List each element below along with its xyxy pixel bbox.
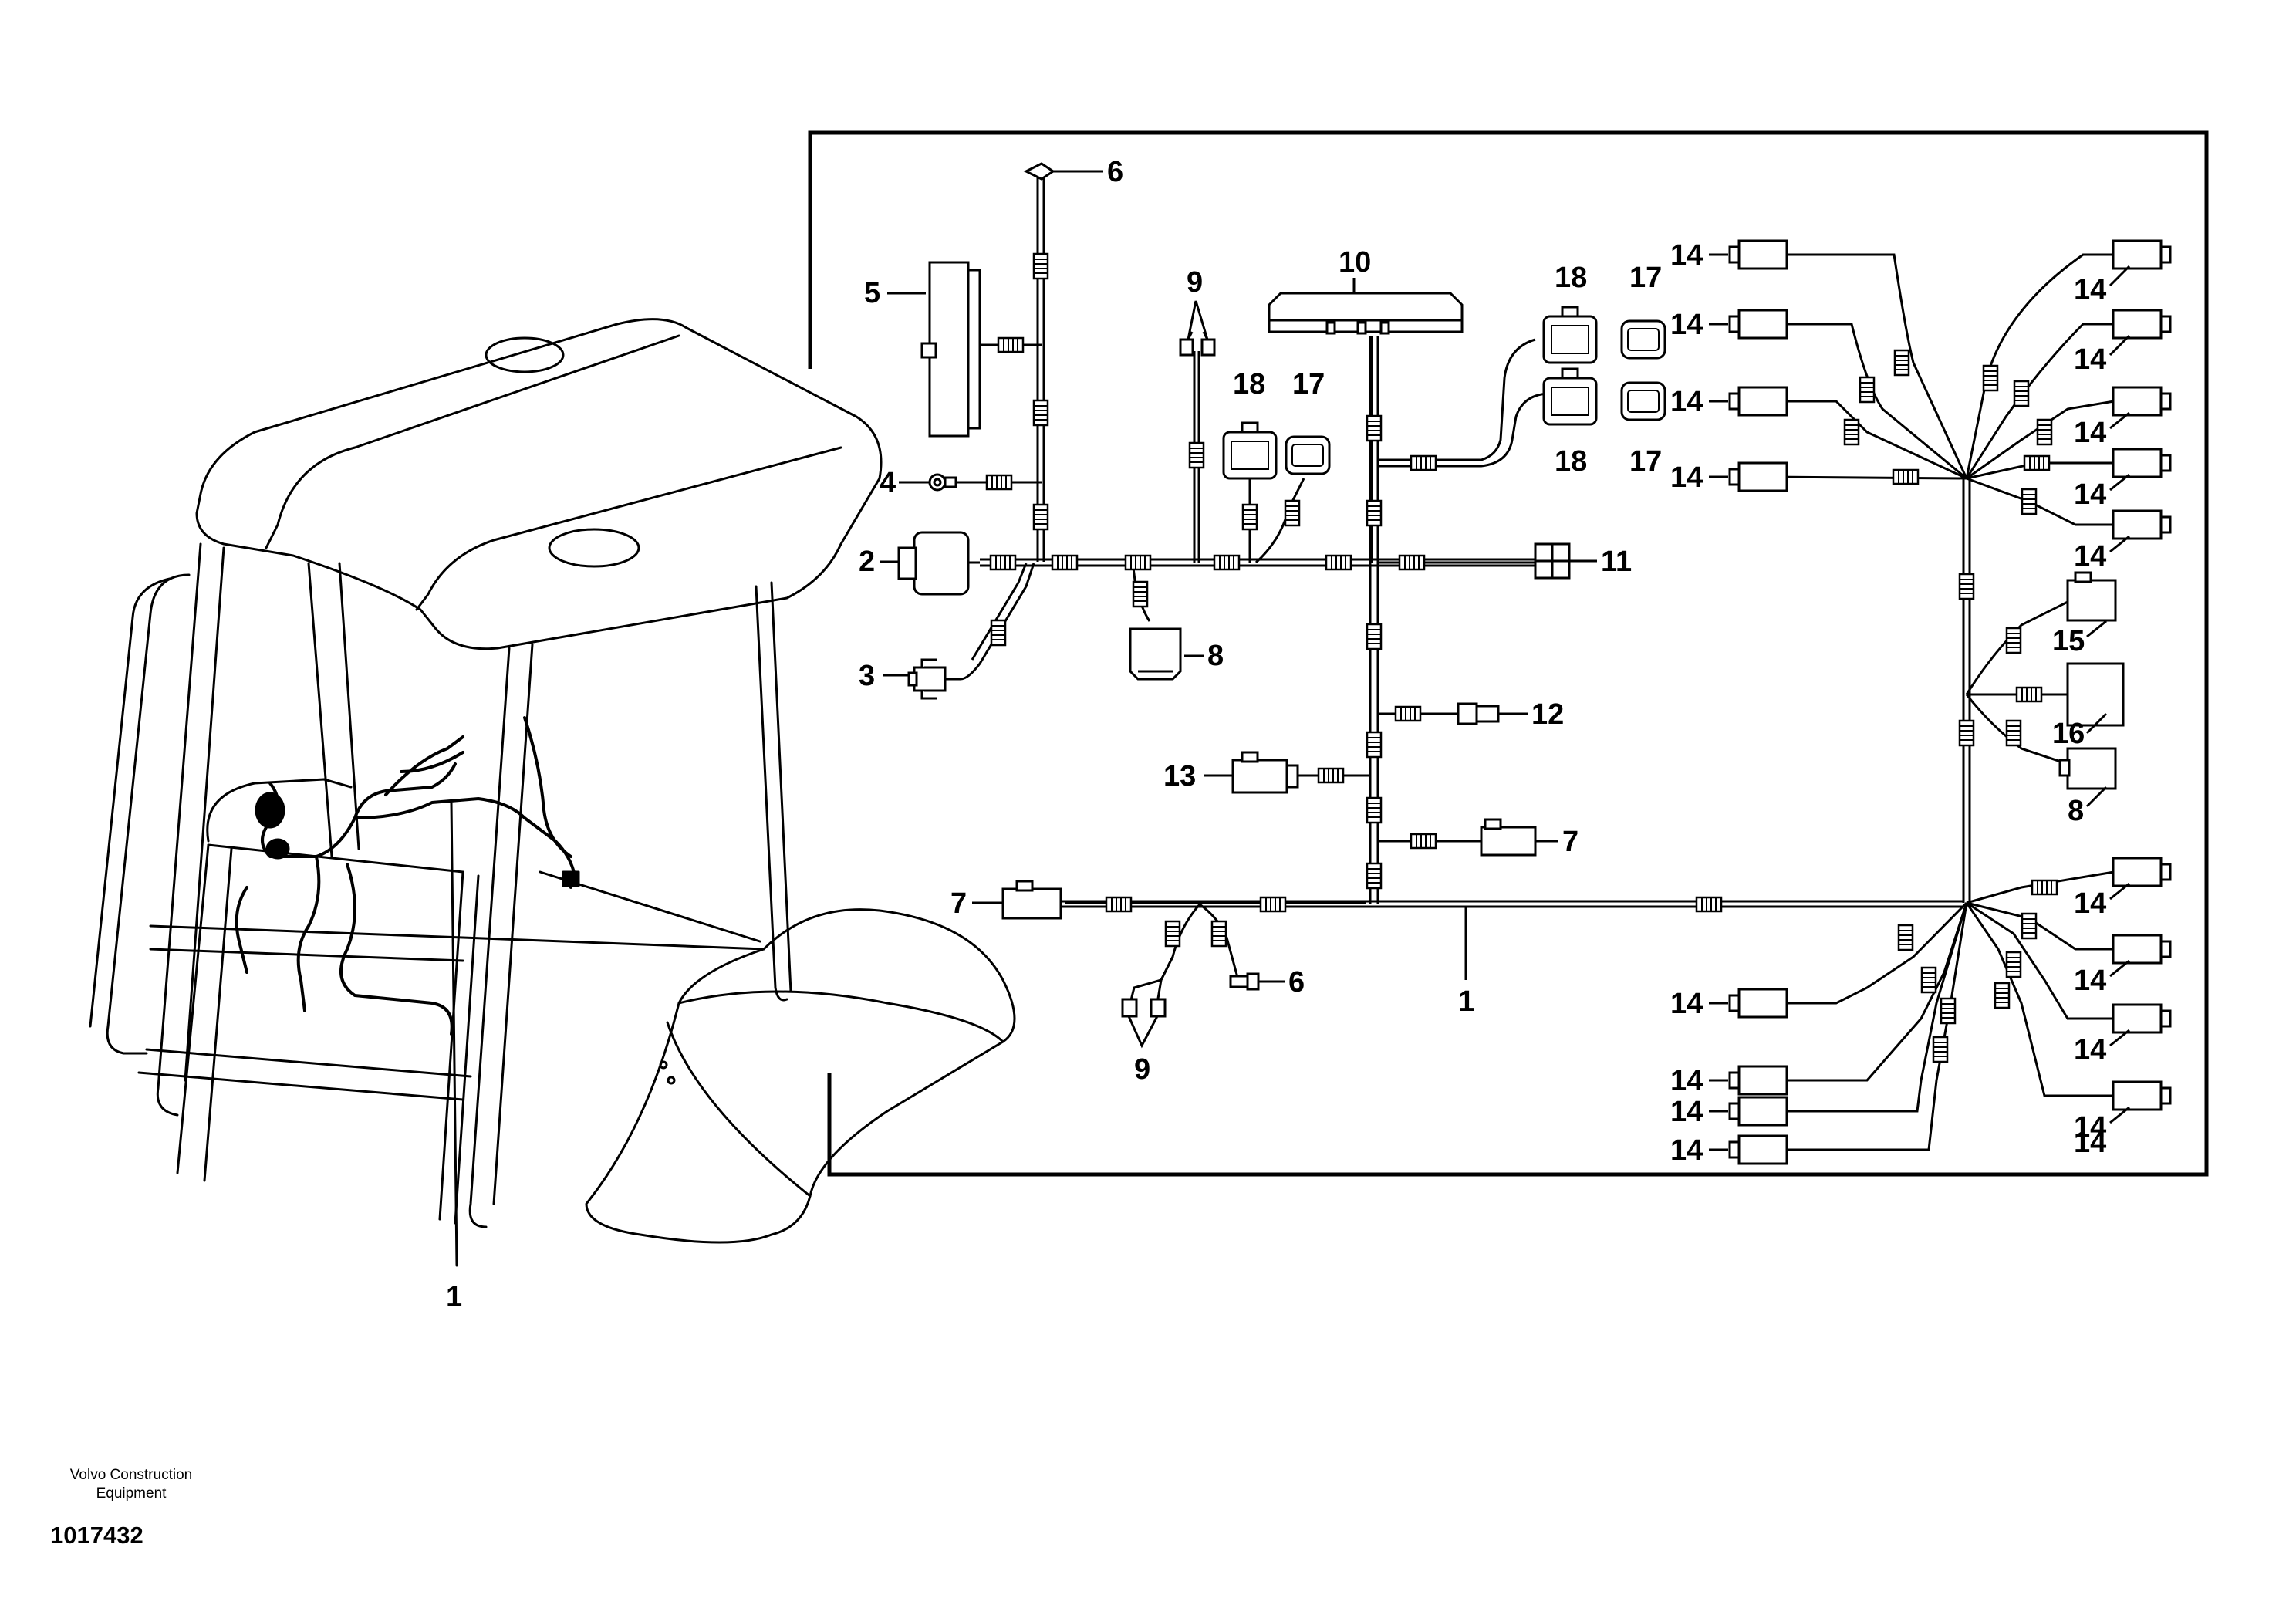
harness-components (897, 162, 2125, 1018)
connector-7-left (1001, 880, 1062, 920)
connector-17-center (1285, 435, 1331, 475)
callout-14-lr5: 14 (2074, 1127, 2106, 1159)
connector-11 (1534, 542, 1571, 580)
connector-8-right (2058, 747, 2117, 790)
callout-8-right: 8 (2068, 795, 2084, 827)
callout-3: 3 (859, 660, 875, 692)
callout-labels: 6 5 4 2 3 8 9 18 17 10 18 17 18 17 11 12… (859, 156, 2106, 1167)
callout-2: 2 (859, 546, 875, 578)
callout-14-ul3: 14 (1670, 386, 1703, 418)
callout-17-center: 17 (1292, 368, 1325, 400)
callout-14-ur3: 14 (2074, 417, 2106, 449)
callout-1-machine: 1 (446, 1281, 462, 1313)
callout-14-ur4: 14 (2074, 478, 2106, 511)
callout-13: 13 (1163, 760, 1196, 792)
callout-14-ll3: 14 (1670, 1096, 1703, 1128)
callout-8-center: 8 (1207, 640, 1224, 672)
callout-14-lr1: 14 (2074, 887, 2106, 920)
callout-14-ll2: 14 (1670, 1065, 1703, 1097)
ground-terminal-4 (928, 473, 957, 492)
connector-7-right (1480, 818, 1537, 857)
connector-15 (2066, 571, 2117, 622)
callout-14-lr2: 14 (2074, 965, 2106, 997)
callout-6-top: 6 (1107, 156, 1123, 188)
callout-18-center: 18 (1233, 368, 1265, 400)
company-name-line1: Volvo Construction (69, 1467, 193, 1483)
connector-18-right-top (1542, 306, 1598, 364)
callout-16: 16 (2052, 718, 2085, 750)
callout-14-ul2: 14 (1670, 309, 1703, 341)
callout-4: 4 (880, 467, 896, 499)
callout-6-bottom: 6 (1288, 966, 1305, 999)
callout-17-top: 17 (1629, 262, 1662, 294)
control-unit-10 (1268, 292, 1464, 335)
sensor-6-top (1023, 162, 1080, 181)
module-16 (2066, 662, 2125, 727)
connector-13 (1231, 751, 1299, 794)
callout-15: 15 (2052, 625, 2085, 657)
connector-18-right-bottom (1542, 367, 1598, 426)
connector-17-right-bottom (1620, 381, 1666, 421)
callout-14-ul1: 14 (1670, 239, 1703, 272)
company-name-line2: Equipment (96, 1485, 167, 1502)
callout-14-ur5: 14 (2074, 540, 2106, 573)
relay-8-center (1129, 627, 1182, 681)
callout-1-main: 1 (1458, 985, 1474, 1018)
callout-17-bottom: 17 (1629, 445, 1662, 478)
callout-14-ll4: 14 (1670, 1134, 1703, 1167)
footer: Volvo Construction Equipment 1017432 (31, 1466, 231, 1549)
connector-pair-9-bottom (1121, 998, 1167, 1018)
leader-lines (880, 170, 2131, 1151)
callout-9-top: 9 (1187, 266, 1203, 299)
callout-18-bottom: 18 (1555, 445, 1587, 478)
callout-7-left: 7 (950, 887, 967, 920)
callout-14-ur2: 14 (2074, 343, 2106, 376)
callout-7-right: 7 (1562, 826, 1578, 858)
sensor-6-bottom (1229, 972, 1260, 991)
harness-wires (941, 177, 2115, 1151)
connector-18-center (1222, 421, 1278, 480)
callout-14-lr3: 14 (2074, 1034, 2106, 1066)
callout-14-ul4: 14 (1670, 461, 1703, 494)
control-unit-5 (920, 261, 981, 438)
callout-14-ur1: 14 (2074, 274, 2106, 306)
callout-9-bottom: 9 (1134, 1053, 1150, 1086)
callout-14-ll1: 14 (1670, 988, 1703, 1020)
connector-12 (1457, 702, 1500, 725)
exploded-view-frame (808, 130, 2209, 1177)
callout-10: 10 (1339, 246, 1371, 279)
document-number: 1017432 (50, 1522, 144, 1549)
connector-pair-9-top (1179, 338, 1216, 357)
connector-17-right-top (1620, 319, 1666, 360)
callout-12: 12 (1531, 698, 1564, 731)
callout-14-lr4: 14 (2074, 1111, 2106, 1144)
switch-3 (907, 658, 947, 700)
relay-2 (897, 531, 980, 596)
callout-5: 5 (864, 277, 880, 309)
callout-18-top: 18 (1555, 262, 1587, 294)
cab-illustration (89, 318, 1016, 1267)
callout-11: 11 (1601, 546, 1632, 578)
